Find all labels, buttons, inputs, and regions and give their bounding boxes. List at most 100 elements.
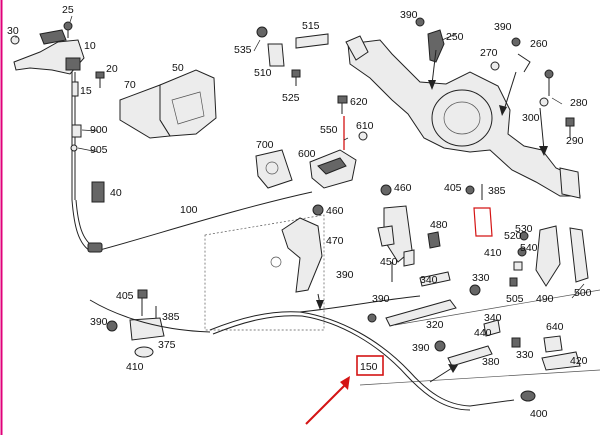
callout-330-a: 330 [472,272,490,284]
bracket-375 [129,317,165,341]
arrow-axle-1-head [428,80,436,90]
highlight-arrow-head [340,376,350,390]
callout-280: 280 [570,97,588,109]
bolt-540 [513,261,523,271]
callout-15: 15 [80,85,92,97]
bracket-490 [535,225,561,287]
bolt-405-top [465,185,475,195]
bolt-620 [337,95,348,114]
bracket-470-hole [270,256,282,268]
rear-cable-branch [89,299,211,333]
bracket-515 [295,33,329,49]
arrow-axle-3-head [539,146,548,156]
highlight-arrow-shaft [305,383,347,425]
bracket-40 [91,181,105,203]
callout-900: 900 [90,124,108,136]
callout-600: 600 [298,148,316,160]
equalizer-bar-320 [385,299,457,327]
callout-375: 375 [158,339,176,351]
callout-400: 400 [530,408,548,420]
callout-405-a: 405 [444,182,462,194]
callout-460-b: 460 [326,205,344,217]
callout-380: 380 [482,356,500,368]
arrow-to-frame-head [448,364,458,373]
differential [431,89,493,147]
lever-handle [39,29,67,45]
callout-550: 550 [320,124,338,136]
callout-labels: 25 30 10 15 20 70 50 900 905 40 100 515 … [7,4,592,420]
actuator-600-detail [317,157,347,175]
callout-320: 320 [426,319,444,331]
callout-530: 530 [515,223,533,235]
callout-340-b: 340 [484,312,502,324]
callout-40: 40 [110,187,122,199]
callout-535: 535 [234,44,252,56]
callout-410-a: 410 [484,247,502,259]
callout-440: 440 [474,327,492,339]
arrow-axle-2-head [499,105,507,116]
callout-620: 620 [350,96,368,108]
bolt-330-lower [511,337,521,348]
callout-30: 30 [7,25,19,37]
leader-lines [15,15,585,299]
callout-525: 525 [282,92,300,104]
clip-260 [517,53,531,73]
bolt-280 [544,69,554,96]
plate-700-hole [265,161,279,175]
cable-end-fitting [87,242,103,253]
callout-510: 510 [254,67,272,79]
callout-300: 300 [522,112,540,124]
callout-480: 480 [430,219,448,231]
bracket-410-top [473,207,493,237]
clip-270 [490,61,500,71]
callout-470: 470 [326,235,344,247]
callout-390-f: 390 [412,342,430,354]
callout-270: 270 [480,47,498,59]
callout-260: 260 [530,38,548,50]
callout-10: 10 [84,40,96,52]
bracket-250 [427,29,445,63]
nut-610 [358,131,368,141]
callout-390-e: 390 [372,293,390,305]
screw-30 [10,35,20,45]
callout-520: 520 [504,230,522,242]
callout-390-b: 390 [90,316,108,328]
callout-410-b: 410 [126,361,144,373]
bracket-380 [447,345,493,367]
bracket-510 [267,43,285,67]
bracket-15 [71,81,79,97]
callout-290: 290 [566,135,584,147]
nut-530 [517,247,527,257]
washer-400 [520,390,536,402]
callout-515: 515 [302,20,320,32]
bolt-460-left [312,204,324,216]
arrow-to-frame [429,367,453,383]
lever-ratchet [65,57,81,71]
highlight-box [356,355,384,376]
callout-385-b: 385 [162,311,180,323]
axle-hub-right [559,167,581,199]
screw-20 [95,71,105,88]
callout-405-b: 405 [116,290,134,302]
plate-340 [419,271,451,287]
axle-hub-left [345,35,369,61]
grommet-535 [256,26,268,38]
bolt-405-lower [137,289,148,316]
console-cover-70 [119,84,171,139]
equalizer-pin [367,313,377,323]
arrow-axle-1 [431,49,437,85]
callout-390-c: 390 [494,21,512,33]
rear-cable-upper [299,295,421,313]
arrow-axle-3 [539,107,545,151]
callout-640: 640 [546,321,564,333]
grommet-390-right [511,37,521,47]
callout-390-d: 390 [336,269,354,281]
callout-460-a: 460 [394,182,412,194]
nut-520 [519,231,529,241]
callout-390-a: 390 [400,9,418,21]
clip-390-lower [106,320,118,332]
callout-50: 50 [172,62,184,74]
callout-420: 420 [570,355,588,367]
washer-410-lower [134,346,154,358]
callout-610: 610 [356,120,374,132]
